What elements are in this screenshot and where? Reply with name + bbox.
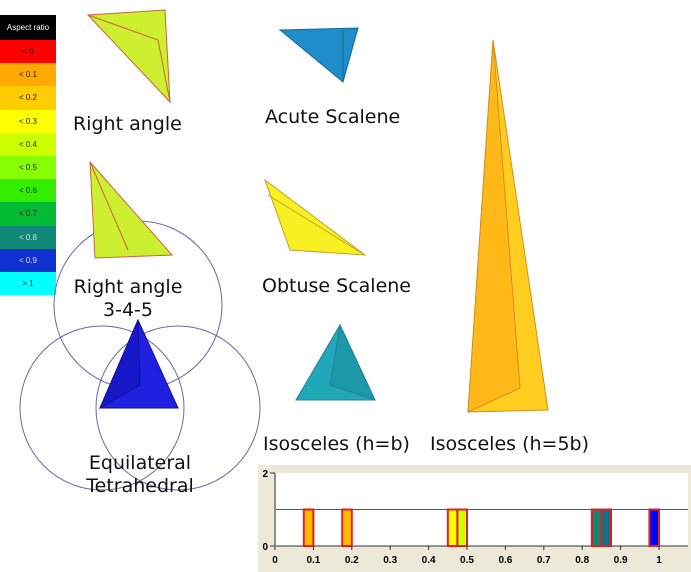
histogram-bar bbox=[456, 508, 468, 547]
label-obtuse-scalene: Obtuse Scalene bbox=[262, 275, 411, 297]
aspect-ratio-histogram: 0 0.1 0.2 0.3 0.4 0.5 0.6 0.7 0.8 0.9 1 0 2 bbox=[258, 465, 691, 572]
legend-title: Aspect ratio bbox=[0, 15, 56, 40]
histogram-bar bbox=[446, 508, 459, 547]
histogram-bar bbox=[648, 508, 660, 547]
legend-item: < 0 bbox=[0, 40, 56, 64]
legend-item: < 0.2 bbox=[0, 86, 56, 110]
x-tick-label: 0.5 bbox=[460, 555, 474, 566]
y-tick-label: 2 bbox=[262, 469, 268, 480]
obtuse-scalene-tetra bbox=[263, 178, 367, 256]
acute-scalene-tetra bbox=[278, 27, 359, 83]
x-tick-label: 0.8 bbox=[575, 555, 589, 566]
x-tick-label: 0.7 bbox=[537, 555, 551, 566]
x-tick-label: 0.1 bbox=[306, 555, 320, 566]
label-right-345-line2: 3-4-5 bbox=[103, 299, 153, 321]
circle-right bbox=[95, 325, 261, 491]
legend-item: < 0.4 bbox=[0, 132, 56, 156]
label-equilateral-line2: Tetrahedral bbox=[86, 475, 194, 497]
x-tick-label: 0.3 bbox=[383, 555, 397, 566]
histogram-bar bbox=[341, 508, 353, 547]
label-equilateral-line1: Equilateral bbox=[88, 452, 192, 474]
legend-item: > 1 bbox=[0, 271, 56, 296]
histogram-bar bbox=[600, 508, 612, 547]
right-angle-tetra bbox=[86, 9, 171, 104]
label-acute-scalene: Acute Scalene bbox=[265, 106, 401, 128]
label-isosceles-h5b: Isosceles (h=5b) bbox=[430, 433, 590, 455]
legend-item: < 0.8 bbox=[0, 225, 56, 249]
aspect-ratio-legend: Aspect ratio < 0< 0.1< 0.2< 0.3< 0.4< 0.… bbox=[0, 15, 56, 296]
legend-item: < 0.7 bbox=[0, 202, 56, 226]
histogram-bar bbox=[590, 508, 603, 547]
x-tick-label: 0.2 bbox=[345, 555, 359, 566]
histogram-bar bbox=[302, 508, 315, 547]
x-tick-label: 0.6 bbox=[498, 555, 512, 566]
x-tick-label: 0.4 bbox=[422, 555, 436, 566]
legend-item: < 0.5 bbox=[0, 155, 56, 180]
label-right-angle: Right angle bbox=[73, 113, 182, 135]
label-isosceles-hb: Isosceles (h=b) bbox=[263, 433, 410, 455]
legend-item: < 0.1 bbox=[0, 63, 56, 87]
legend-item: < 0.6 bbox=[0, 179, 56, 203]
label-right-345-line1: Right angle bbox=[73, 276, 183, 298]
x-tick-label: 1 bbox=[656, 555, 662, 566]
circle-left bbox=[19, 325, 185, 491]
right-345-tetra bbox=[89, 160, 174, 259]
y-tick-label: 0 bbox=[262, 542, 268, 553]
histogram-svg: 0 0.1 0.2 0.3 0.4 0.5 0.6 0.7 0.8 0.9 1 0 2 bbox=[262, 469, 688, 566]
x-tick-label: 0 bbox=[272, 555, 278, 566]
legend-item: < 0.3 bbox=[0, 109, 56, 133]
x-tick-label: 0.9 bbox=[614, 555, 628, 566]
legend-item: < 0.9 bbox=[0, 248, 56, 272]
